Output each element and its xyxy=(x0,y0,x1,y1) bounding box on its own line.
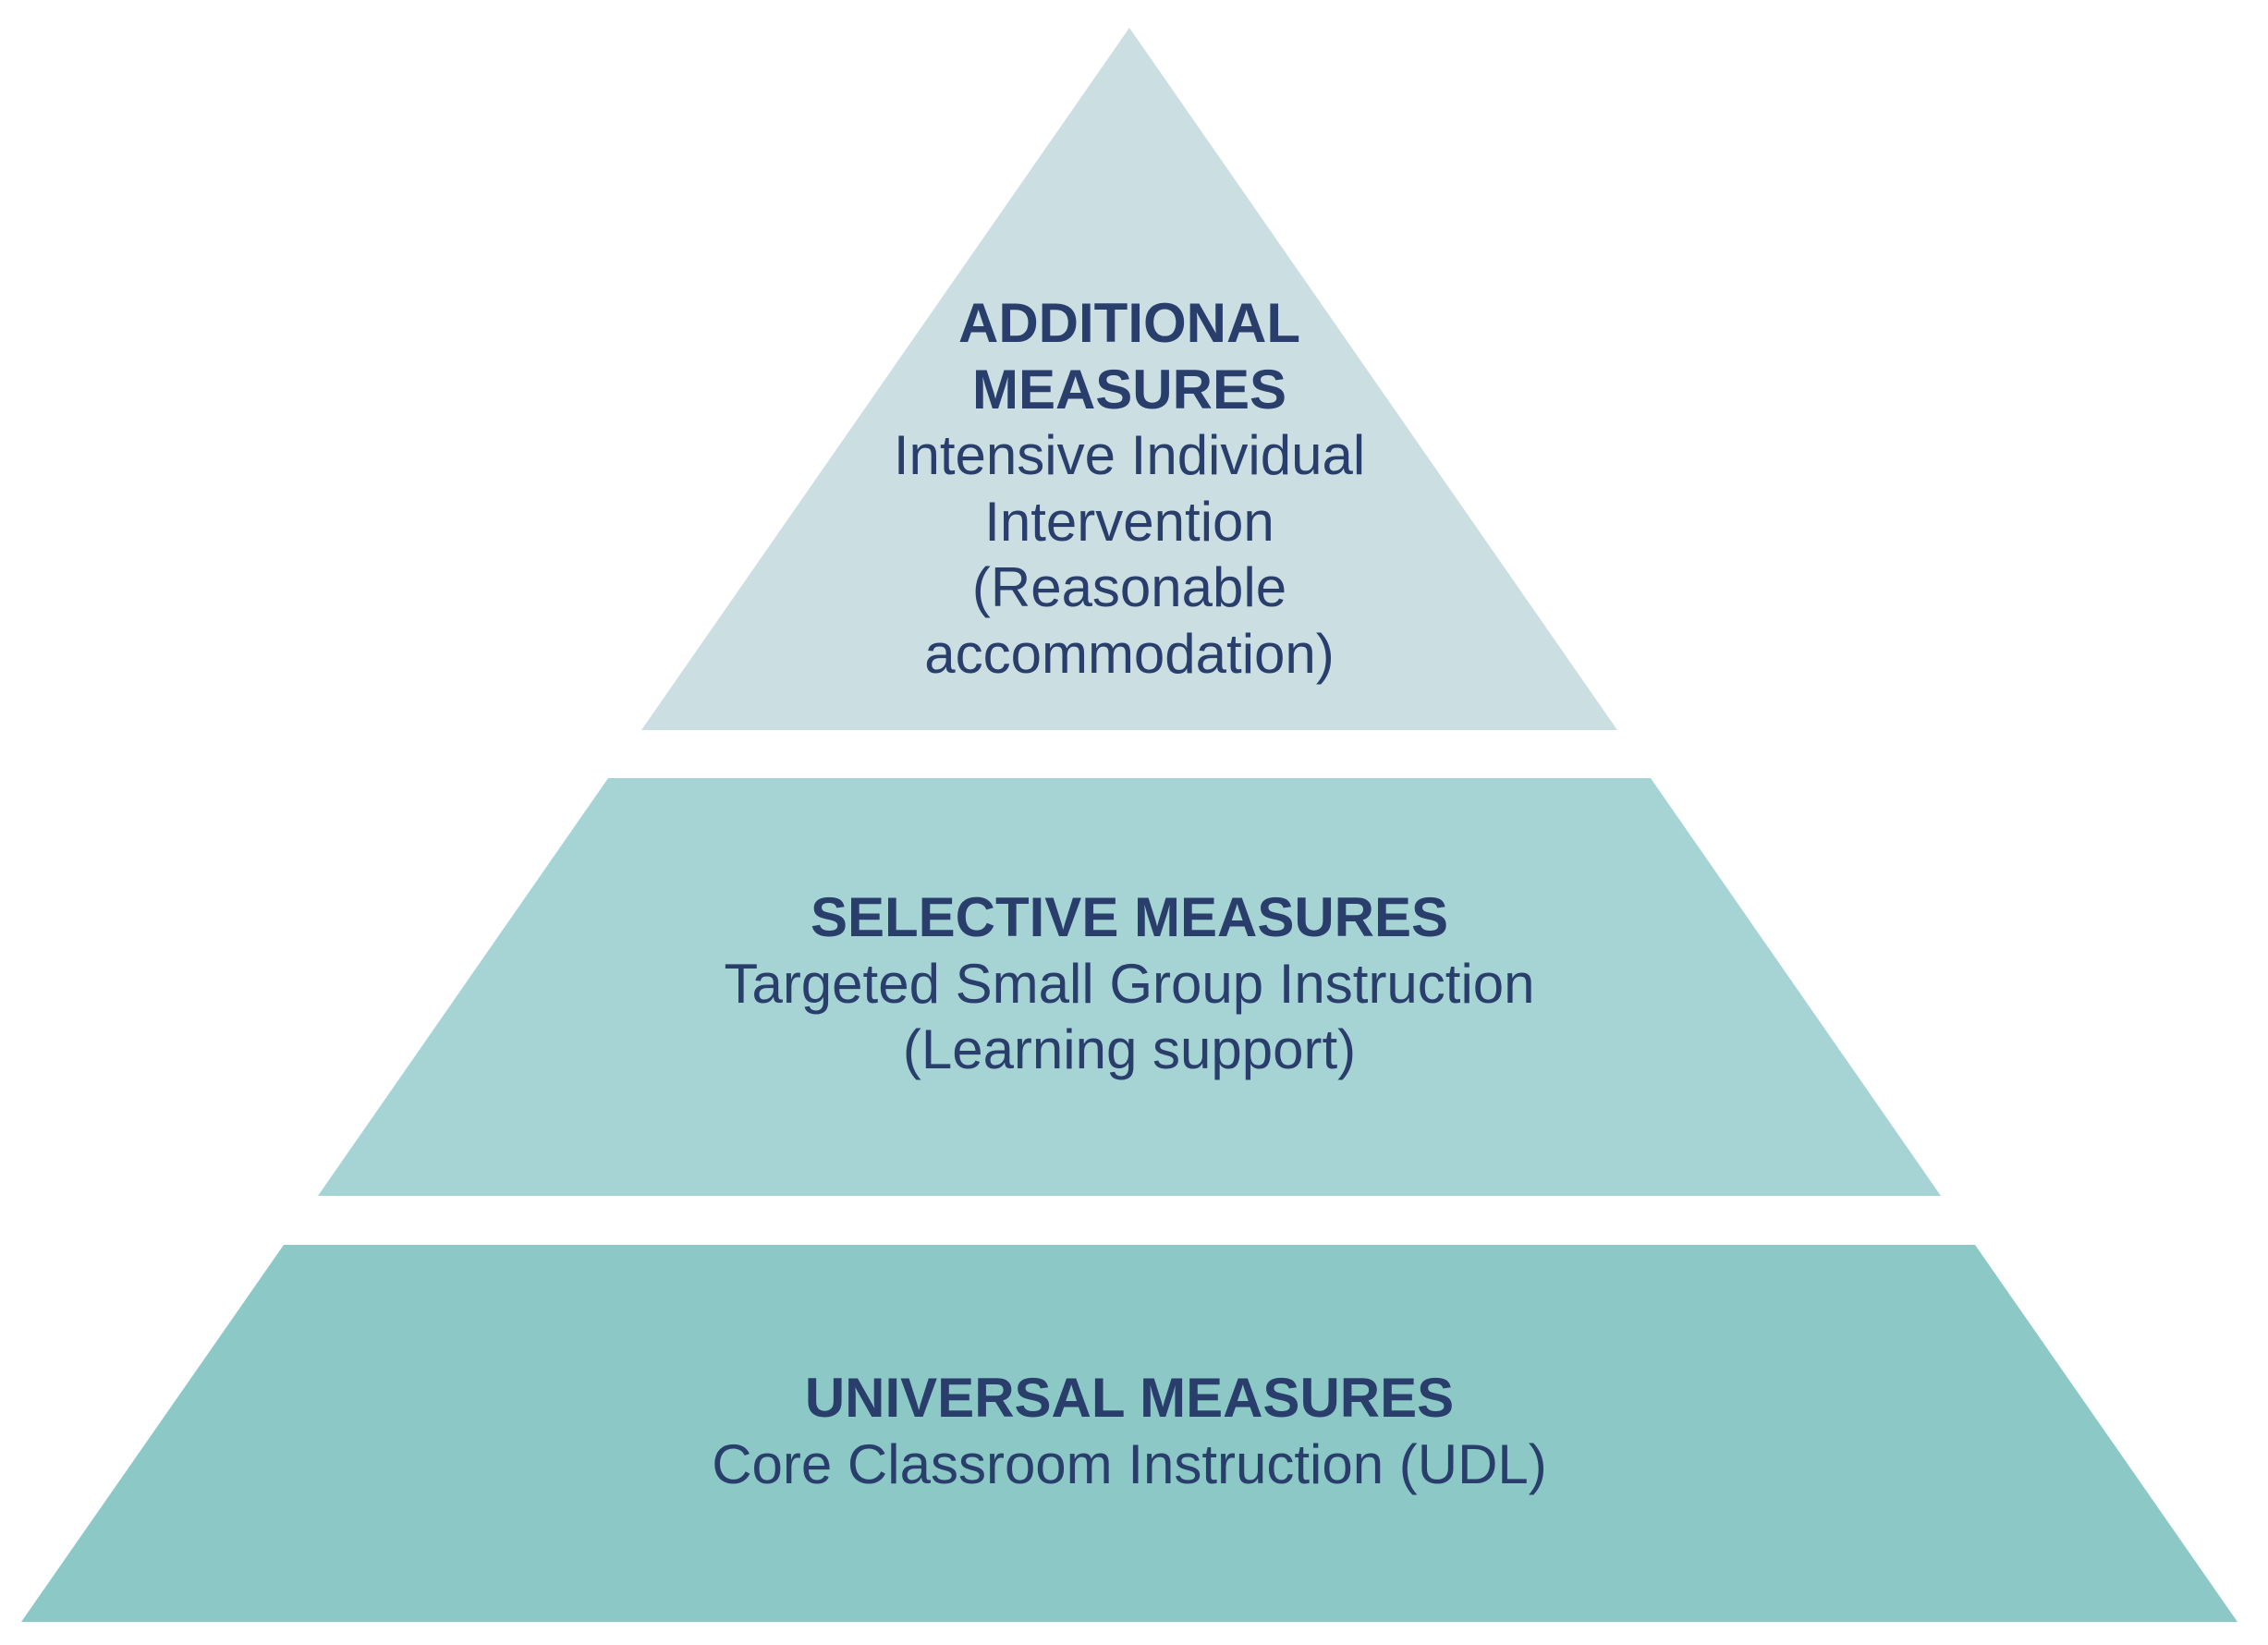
tier-title-line: UNIVERSAL MEASURES xyxy=(804,1367,1455,1429)
tier-label-selective-measures: SELECTIVE MEASURES Targeted Small Group … xyxy=(724,884,1534,1083)
tier-title-line: ADDITIONAL xyxy=(958,292,1300,354)
tier-body-line: (Reasonable xyxy=(971,556,1287,618)
tier-label-universal-measures: UNIVERSAL MEASURES Core Classroom Instru… xyxy=(712,1365,1547,1497)
tier-body-line: accommodation) xyxy=(924,622,1335,685)
tier-body-line: (Learning support) xyxy=(902,1018,1357,1080)
tier-title-line: MEASURES xyxy=(971,358,1287,420)
tier-title-line: SELECTIVE MEASURES xyxy=(810,886,1449,948)
tier-body-line: Intervention xyxy=(984,490,1274,553)
tier-body-line: Targeted Small Group Instruction xyxy=(724,952,1535,1015)
tier-body-line: Intensive Individual xyxy=(893,424,1366,486)
tier-label-additional-measures: ADDITIONAL MEASURES Intensive Individual… xyxy=(894,290,1365,687)
tier-body-line: Core Classroom Instruction (UDL) xyxy=(712,1432,1547,1495)
